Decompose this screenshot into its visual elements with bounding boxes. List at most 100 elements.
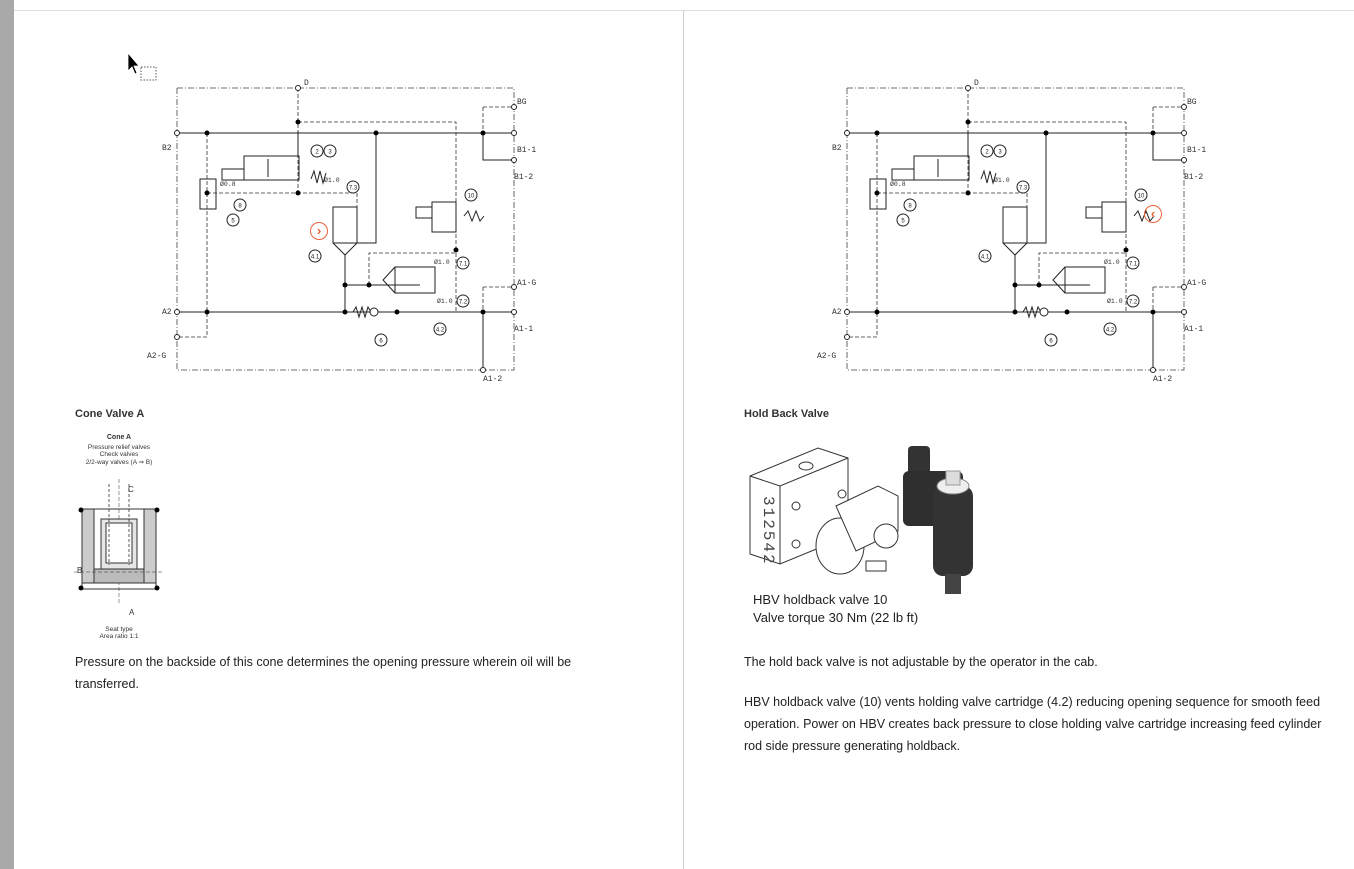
holdback-valve-illustration: 312542 (749, 446, 973, 594)
port-b1_2 (1181, 157, 1187, 163)
callout-label: 10 (468, 194, 475, 200)
holding-valve-4-2 (394, 266, 436, 294)
callout-bubble (1126, 256, 1140, 270)
housing-outline (846, 87, 1185, 371)
body-paragraph: Pressure on the backside of this cone de… (75, 655, 572, 691)
prev-marker-button[interactable]: ‹ (1144, 205, 1162, 223)
callout-label: 6 (1049, 339, 1053, 345)
cone-valve-4-1 (1002, 206, 1028, 244)
body-paragraph: HBV holdback valve (10) vents holding va… (744, 695, 1322, 753)
caption-line: HBV holdback valve 10 (753, 592, 888, 607)
port-a1_1 (1181, 309, 1187, 315)
port-label: D (304, 79, 309, 88)
holding-valve-4-2 (1064, 266, 1106, 294)
callout-label: 7.3 (1019, 186, 1028, 192)
callout-bubble (456, 256, 470, 270)
section-heading: Cone Valve A (75, 408, 145, 420)
callout-bubble (346, 180, 360, 194)
callout-label: 4.1 (311, 255, 320, 261)
junction-dot (1064, 309, 1070, 315)
schematic-line (1152, 133, 1184, 161)
port-label: B2 (162, 144, 172, 153)
port-label-b: B (77, 566, 83, 575)
junction-dot (965, 190, 971, 196)
housing-outline (176, 87, 515, 371)
callout-bubble (1044, 333, 1058, 347)
shuttle-valve-5 (199, 178, 217, 210)
page-divider (683, 10, 684, 869)
callout-label: 2 (985, 150, 989, 156)
junction-dot (1150, 309, 1156, 315)
port-a1_1 (511, 309, 517, 315)
callout-label: 10 (1138, 194, 1145, 200)
callout-label: 4.2 (436, 328, 445, 334)
port-d (965, 85, 971, 91)
callout-bubble (1103, 322, 1117, 336)
orifice-label: Ø1.0 (434, 258, 450, 266)
port-label: A2-G (817, 352, 836, 361)
schematic-line (482, 133, 514, 161)
port-b1_1 (1181, 130, 1187, 136)
junction-dot (874, 130, 880, 136)
junction-dot (1043, 130, 1049, 136)
orifice-label: Ø1.0 (1104, 258, 1120, 266)
orifice-label: Ø0.8 (890, 180, 906, 188)
caption-line: Valve torque 30 Nm (22 lb ft) (753, 610, 919, 625)
schematic-line (1027, 133, 1047, 244)
holdback-valve-10 (1101, 201, 1127, 233)
figure-title: Cone A (106, 434, 132, 441)
solenoid-coil (221, 168, 245, 181)
callout-label: 5 (231, 219, 235, 225)
mouse-cursor-icon (127, 52, 157, 81)
junction-dot (204, 190, 210, 196)
solenoid-valve-2-3 (913, 155, 970, 181)
callout-bubble (978, 249, 992, 263)
callout-bubble (464, 188, 478, 202)
junction-dot (874, 309, 880, 315)
callout-bubble (903, 198, 917, 212)
pilot-line (847, 133, 878, 338)
callout-bubble (1134, 188, 1148, 202)
check-valve-6 (1039, 307, 1049, 317)
junction-dot (1123, 247, 1129, 253)
port-b2 (844, 130, 850, 136)
pilot-line (207, 192, 358, 207)
port-label: BG (1187, 98, 1197, 107)
port-a1_2 (1150, 367, 1156, 373)
port-label: A1-2 (1153, 375, 1172, 384)
next-marker-button[interactable]: › (310, 222, 328, 240)
orifice-label: Ø1.0 (437, 297, 453, 305)
callout-bubble (308, 249, 322, 263)
cone-valve-section-drawing (74, 479, 164, 604)
callout-bubble (310, 144, 324, 158)
schematic-line (1052, 266, 1066, 294)
callout-bubble (1126, 294, 1140, 308)
port-label: B2 (832, 144, 842, 153)
figure-caption: HBV holdback valve 10 Valve torque 30 Nm… (753, 591, 918, 627)
orifice-label: Ø1.0 (1107, 297, 1123, 305)
junction-dot (342, 309, 348, 315)
junction-dot (366, 282, 372, 288)
junction-dot (204, 309, 210, 315)
junction-dot (1012, 282, 1018, 288)
cone-valve-4-1 (332, 206, 358, 244)
callout-label: 7.2 (1129, 300, 1138, 306)
callout-label: 4.2 (1106, 328, 1115, 334)
callout-label: 3 (328, 150, 332, 156)
port-label: A2-G (147, 352, 166, 361)
port-label: A1-1 (1184, 325, 1203, 334)
check-valve-6 (369, 307, 379, 317)
top-border (14, 10, 1354, 11)
port-a1_g (1181, 284, 1187, 290)
callout-bubble (896, 213, 910, 227)
port-label: A2 (162, 308, 172, 317)
callout-label: 8 (238, 204, 242, 210)
viewer-left-margin (0, 0, 14, 869)
port-a2 (844, 309, 850, 315)
pilot-line (368, 252, 456, 285)
port-label: B1-2 (514, 173, 533, 182)
port-label: A1-G (1187, 279, 1206, 288)
